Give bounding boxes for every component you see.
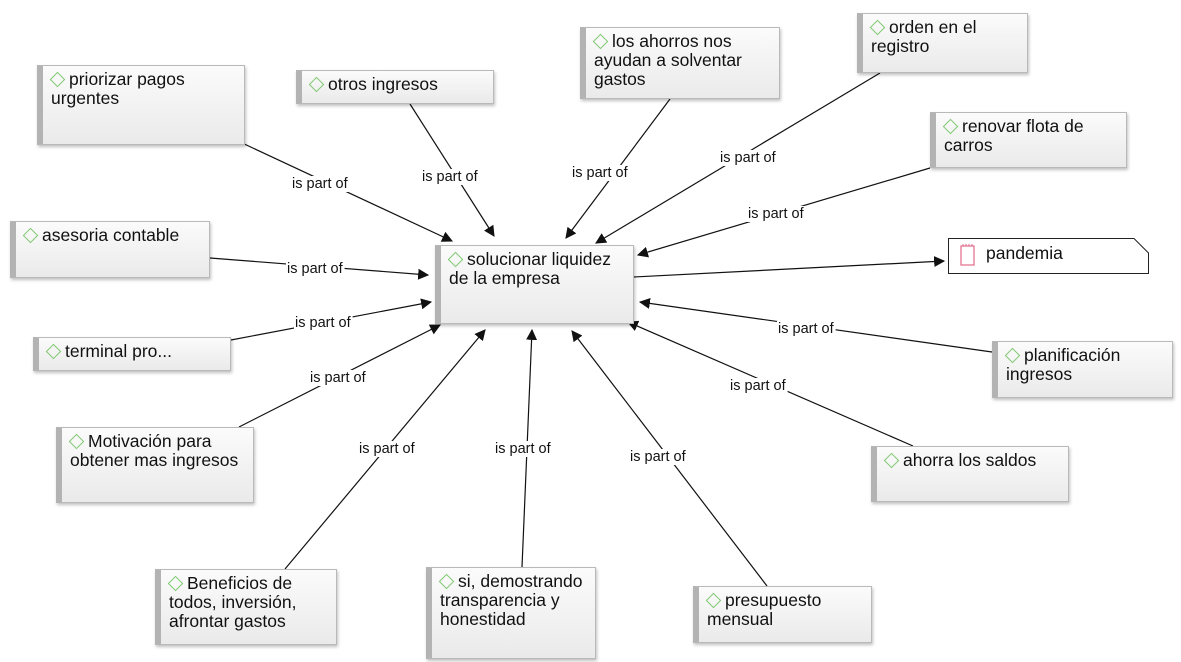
node-label: ahorra los saldos	[903, 450, 1037, 470]
code-diamond-icon	[592, 33, 609, 50]
edge-label: is part of	[748, 206, 805, 222]
memo-shape	[948, 238, 1149, 274]
code-diamond-icon	[705, 592, 722, 609]
edge-label-background	[286, 261, 345, 277]
node-label: terminal pro...	[65, 341, 172, 361]
edge-label-background	[358, 441, 417, 457]
edge-label: is part of	[287, 261, 344, 277]
node-otros-ingresos[interactable]: otros ingresos	[296, 70, 494, 104]
edge-label: is part of	[730, 378, 787, 394]
code-diamond-icon	[883, 452, 900, 469]
edge-label: is part of	[720, 150, 777, 166]
edge-label-background	[777, 321, 836, 337]
node-label: los ahorros nos ayudan a solventar gasto…	[594, 31, 742, 89]
node-label: renovar flota de carros	[944, 116, 1084, 155]
node-si[interactable]: si, demostrando transparencia y honestid…	[426, 567, 596, 659]
edge-label-background	[571, 165, 630, 181]
memo-icon	[960, 244, 975, 266]
edge-label-background	[719, 150, 778, 166]
node-terminal[interactable]: terminal pro...	[33, 337, 231, 371]
edge-label: is part of	[630, 449, 687, 465]
code-diamond-icon	[45, 343, 62, 360]
edge-label-background	[294, 315, 353, 331]
node-label: solucionar liquidez de la empresa	[449, 249, 611, 288]
memo-label: pandemia	[986, 243, 1063, 263]
code-diamond-icon	[942, 118, 959, 135]
node-label: presupuesto mensual	[707, 590, 822, 629]
code-diamond-icon	[1004, 347, 1021, 364]
node-label: Beneficios de todos, inversión, afrontar…	[169, 573, 297, 631]
node-motivacion[interactable]: Motivación para obtener mas ingresos	[56, 427, 254, 503]
node-label: orden en el registro	[871, 17, 977, 56]
node-asesoria[interactable]: asesoria contable	[10, 221, 210, 278]
code-diamond-icon	[22, 227, 39, 244]
node-ahorra[interactable]: ahorra los saldos	[871, 446, 1069, 502]
edge-label-background	[494, 441, 553, 457]
edge-label: is part of	[495, 441, 552, 457]
code-diamond-icon	[869, 19, 886, 36]
node-ahorros[interactable]: los ahorros nos ayudan a solventar gasto…	[580, 27, 780, 99]
node-label: si, demostrando transparencia y honestid…	[440, 571, 583, 629]
edge-label-background	[629, 449, 688, 465]
edge-label-background	[729, 378, 788, 394]
node-beneficios[interactable]: Beneficios de todos, inversión, afrontar…	[155, 569, 337, 645]
code-diamond-icon	[447, 251, 464, 268]
code-diamond-icon	[167, 575, 184, 592]
edge-label-background	[291, 176, 350, 192]
edge-label: is part of	[359, 441, 416, 457]
node-planificacion[interactable]: planificación ingresos	[992, 341, 1173, 398]
code-diamond-icon	[438, 573, 455, 590]
node-label: priorizar pagos urgentes	[51, 69, 185, 108]
edge-center-memo[interactable]	[633, 256, 946, 278]
edge-label-background	[309, 370, 368, 386]
edge-label: is part of	[295, 315, 352, 331]
code-diamond-icon	[49, 71, 66, 88]
node-renovar[interactable]: renovar flota de carros	[930, 112, 1127, 168]
node-orden[interactable]: orden en el registro	[857, 13, 1028, 73]
node-label: planificación ingresos	[1006, 345, 1121, 384]
edge-label-background	[747, 206, 806, 222]
node-label: asesoria contable	[42, 225, 180, 245]
node-center[interactable]: solucionar liquidez de la empresa	[435, 245, 634, 324]
code-diamond-icon	[308, 76, 325, 93]
edge-label: is part of	[422, 169, 479, 185]
node-priorizar[interactable]: priorizar pagos urgentes	[37, 65, 245, 145]
edge-label: is part of	[292, 176, 349, 192]
edge-label: is part of	[572, 165, 629, 181]
memo-pandemia[interactable]: pandemia	[948, 238, 1149, 274]
node-presupuesto[interactable]: presupuesto mensual	[693, 586, 872, 643]
edge-label: is part of	[310, 370, 367, 386]
node-label: otros ingresos	[328, 74, 438, 94]
edge-label: is part of	[778, 321, 835, 337]
code-diamond-icon	[68, 433, 85, 450]
node-label: Motivación para obtener mas ingresos	[70, 431, 239, 470]
edge-label-background	[421, 169, 480, 185]
